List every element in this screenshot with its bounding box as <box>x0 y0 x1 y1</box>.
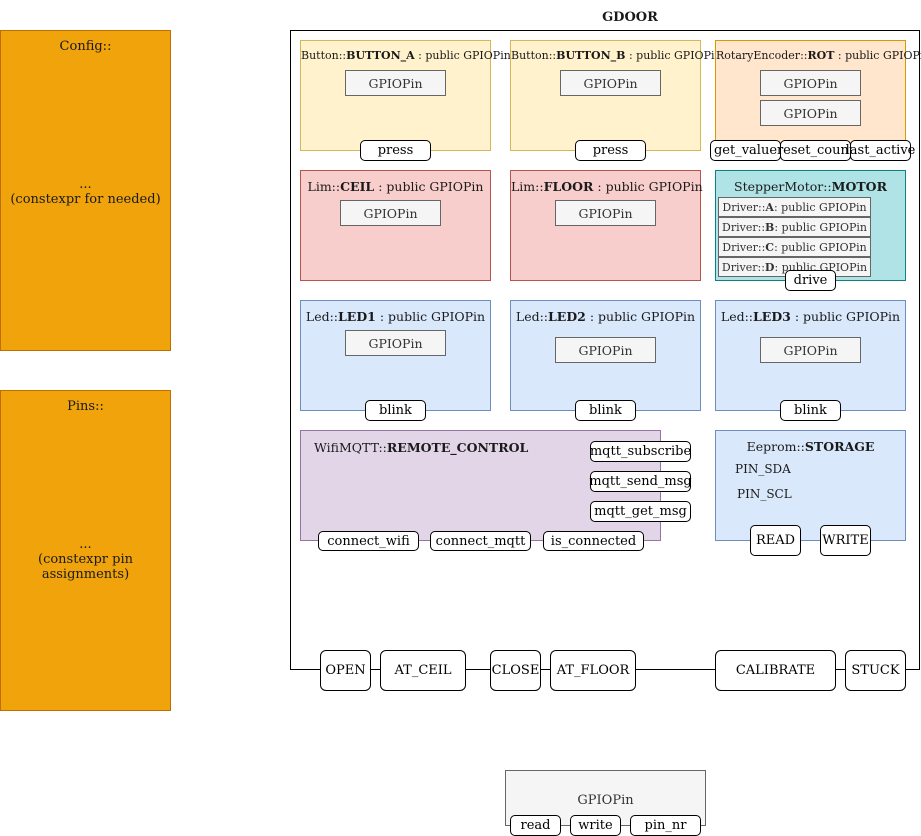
led1-gpiopin: GPIOPin <box>345 330 446 356</box>
eeprom-read-method[interactable]: READ <box>750 525 801 556</box>
rotary-encoder-gpiopin-1: GPIOPin <box>760 70 861 96</box>
button-b-press-method[interactable]: press <box>575 140 646 161</box>
config-namespace: Config:: ... (constexpr for needed) <box>0 30 171 351</box>
gpiopin-title: GPIOPin <box>577 792 634 808</box>
led1-title: Led::LED1 : public GPIOPin <box>305 309 486 324</box>
button-a-gpiopin: GPIOPin <box>345 70 446 96</box>
rotary-reset-count-method[interactable]: reset_count <box>777 140 854 161</box>
is-connected-method[interactable]: is_connected <box>543 531 644 551</box>
rotary-encoder-title: RotaryEncoder::ROT : public GPIOPin <box>716 49 921 62</box>
connect-wifi-method[interactable]: connect_wifi <box>318 531 419 551</box>
pins-ellipsis: ... <box>79 537 92 552</box>
driver-a: Driver::A : public GPIOPin <box>718 197 871 217</box>
connect-mqtt-method[interactable]: connect_mqtt <box>430 531 531 551</box>
state-at-floor[interactable]: AT_FLOOR <box>550 650 636 691</box>
config-ellipsis: ... <box>79 177 92 192</box>
state-close[interactable]: CLOSE <box>490 650 541 691</box>
lim-floor-gpiopin: GPIOPin <box>555 200 656 226</box>
state-stuck[interactable]: STUCK <box>845 650 906 691</box>
eeprom-component: Eeprom::STORAGE <box>715 430 906 541</box>
rotary-last-active-method[interactable]: last_active <box>846 140 915 161</box>
mqtt-subscribe-method[interactable]: mqtt_subscribe <box>590 441 691 462</box>
pins-note: (constexpr pin assignments) <box>38 552 133 582</box>
button-a-title: Button::BUTTON_A : public GPIOPin <box>301 49 511 62</box>
motor-drive-method[interactable]: drive <box>785 270 836 291</box>
pins-title: Pins:: <box>67 399 104 414</box>
mqtt-send-msg-method[interactable]: mqtt_send_msg <box>589 471 692 492</box>
gdoor-title: GDOOR <box>602 9 658 25</box>
led3-component: Led::LED3 : public GPIOPin <box>715 300 906 411</box>
led2-gpiopin: GPIOPin <box>555 337 656 363</box>
lim-ceil-component: Lim::CEIL : public GPIOPin <box>300 170 491 281</box>
led2-title: Led::LED2 : public GPIOPin <box>515 309 696 324</box>
lim-ceil-title: Lim::CEIL : public GPIOPin <box>307 179 484 194</box>
gpiopin-write-method[interactable]: write <box>570 815 621 836</box>
led3-blink-method[interactable]: blink <box>780 400 841 421</box>
led2-blink-method[interactable]: blink <box>575 400 636 421</box>
stepper-motor-title: StepperMotor::MOTOR <box>734 179 887 194</box>
state-open[interactable]: OPEN <box>320 650 371 691</box>
button-a-press-method[interactable]: press <box>360 140 431 161</box>
lim-ceil-gpiopin: GPIOPin <box>340 200 441 226</box>
rotary-get-value-method[interactable]: get_value <box>710 140 781 161</box>
wifimqtt-title: WifiMQTT::REMOTE_CONTROL <box>314 440 529 455</box>
led3-title: Led::LED3 : public GPIOPin <box>720 309 901 324</box>
state-at-ceil[interactable]: AT_CEIL <box>380 650 466 691</box>
mqtt-get-msg-method[interactable]: mqtt_get_msg <box>590 501 691 522</box>
config-title: Config:: <box>59 39 112 54</box>
config-note: (constexpr for needed) <box>10 192 161 207</box>
eeprom-pin-scl: PIN_SCL <box>737 487 792 501</box>
eeprom-write-method[interactable]: WRITE <box>820 525 871 556</box>
driver-b: Driver::B : public GPIOPin <box>718 217 871 237</box>
lim-floor-title: Lim::FLOOR : public GPIOPin <box>511 179 703 194</box>
state-calibrate[interactable]: CALIBRATE <box>715 650 836 691</box>
rotary-encoder-gpiopin-2: GPIOPin <box>760 100 861 126</box>
gpiopin-pin-nr-method[interactable]: pin_nr <box>630 815 701 836</box>
led1-blink-method[interactable]: blink <box>365 400 426 421</box>
pins-namespace: Pins:: ... (constexpr pin assignments) <box>0 390 171 711</box>
eeprom-pin-sda: PIN_SDA <box>735 462 791 476</box>
button-b-gpiopin: GPIOPin <box>560 70 661 96</box>
button-b-title: Button::BUTTON_B : public GPIOPin <box>511 49 722 62</box>
driver-c: Driver::C : public GPIOPin <box>718 237 871 257</box>
gpiopin-read-method[interactable]: read <box>510 815 561 836</box>
eeprom-title: Eeprom::STORAGE <box>746 439 875 454</box>
led3-gpiopin: GPIOPin <box>760 337 861 363</box>
